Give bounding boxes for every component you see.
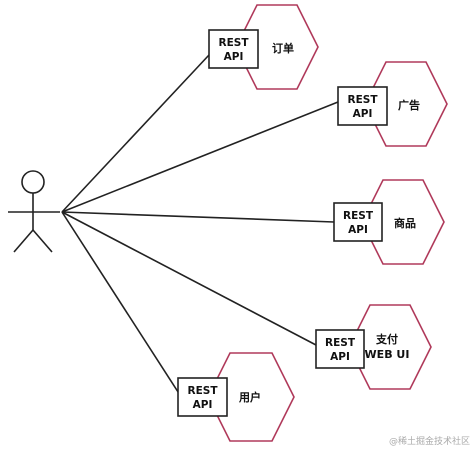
service-label: 订单 xyxy=(272,41,294,55)
service-payment: REST API 支付 WEB UI xyxy=(315,304,432,390)
rest-api-box xyxy=(177,377,228,417)
service-label: 商品 xyxy=(394,216,416,230)
rest-api-label-line1: REST xyxy=(188,385,219,397)
actor-left-leg xyxy=(13,229,34,253)
edge-ads xyxy=(61,101,339,213)
service-user: REST API 用户 xyxy=(177,352,295,442)
actor-head xyxy=(21,170,45,194)
rest-api-box xyxy=(337,86,388,126)
rest-api-label-line1: REST xyxy=(219,37,250,49)
rest-api-label-line1: REST xyxy=(325,337,356,349)
edge-order xyxy=(61,54,210,213)
rest-api-box xyxy=(315,329,365,369)
rest-api-label-line2: API xyxy=(193,399,213,411)
rest-api-box xyxy=(333,202,383,242)
edge-payment xyxy=(61,211,317,346)
rest-api-box xyxy=(208,29,259,69)
service-product: REST API 商品 xyxy=(333,179,445,265)
actor-figure xyxy=(8,170,60,253)
edge-product xyxy=(61,211,335,223)
rest-api-label-line2: API xyxy=(353,108,373,120)
rest-api-label-line2: API xyxy=(348,224,368,236)
rest-api-label-line2: API xyxy=(224,51,244,63)
service-order: REST API 订单 xyxy=(208,4,319,90)
service-label-line1: 支付 xyxy=(375,332,398,346)
actor-right-leg xyxy=(32,229,53,253)
connection-lines xyxy=(61,54,339,396)
service-label-line2: WEB UI xyxy=(365,348,410,361)
rest-api-label-line2: API xyxy=(330,351,350,363)
edge-user xyxy=(61,211,181,396)
service-ads: REST API 广告 xyxy=(337,61,448,147)
service-label: 广告 xyxy=(398,98,420,112)
watermark: @稀土掘金技术社区 xyxy=(389,435,470,447)
service-label: 用户 xyxy=(239,390,261,404)
rest-api-label-line1: REST xyxy=(343,210,374,222)
rest-api-label-line1: REST xyxy=(348,94,379,106)
